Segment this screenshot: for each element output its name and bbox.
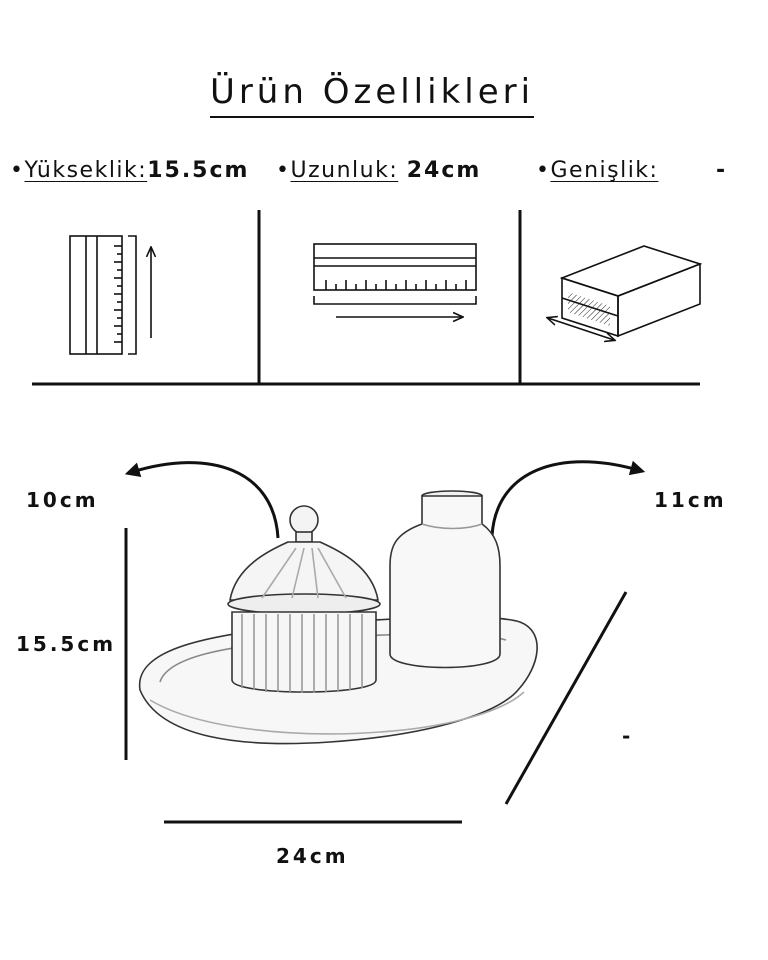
length-dimension-label: 24cm [276, 844, 349, 868]
spec-length-value: 24cm [406, 158, 482, 183]
height-dimension-label: 15.5cm [16, 632, 117, 656]
spec-height: •Yükseklik:15.5cm [10, 158, 250, 183]
spec-height-label: Yükseklik: [24, 158, 148, 183]
spec-length: •Uzunluk: 24cm [276, 158, 482, 183]
spec-height-value: 15.5cm [147, 158, 250, 183]
spec-width-value: - [716, 158, 728, 183]
spec-width: •Genişlik: [536, 158, 659, 183]
left-dimension-label: 10cm [26, 488, 99, 512]
spec-length-label: Uzunluk: [290, 158, 399, 183]
ruler-vertical-icon [69, 235, 151, 355]
left-curved-arrow [124, 461, 280, 539]
bottle-image [389, 490, 501, 669]
box-width-icon [548, 245, 703, 340]
page-title: Ürün Özellikleri [0, 72, 744, 118]
product-illustration [138, 490, 538, 745]
right-curved-arrow [490, 460, 646, 537]
spec-width-label: Genişlik: [550, 158, 659, 183]
spec-table-lines [32, 210, 700, 386]
right-dimension-label: 11cm [654, 488, 727, 512]
ruler-horizontal-icon [313, 243, 477, 317]
jar-image [227, 505, 381, 693]
depth-dimension-label: - [622, 724, 634, 748]
depth-dimension-line [504, 591, 628, 805]
